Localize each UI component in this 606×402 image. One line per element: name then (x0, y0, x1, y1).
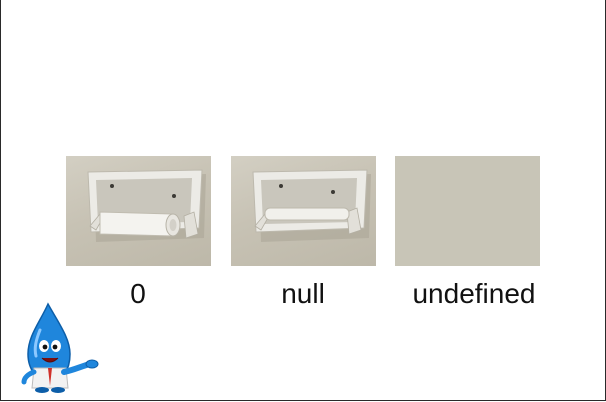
bare-wall-image (395, 156, 540, 266)
droplet-mascot-icon (18, 300, 100, 394)
caption-undefined: undefined (412, 278, 536, 309)
holder-with-roll-image (66, 156, 211, 266)
holder-without-roll-image (231, 156, 376, 266)
caption-null: null (281, 278, 325, 309)
caption-zero: 0 (130, 278, 146, 309)
